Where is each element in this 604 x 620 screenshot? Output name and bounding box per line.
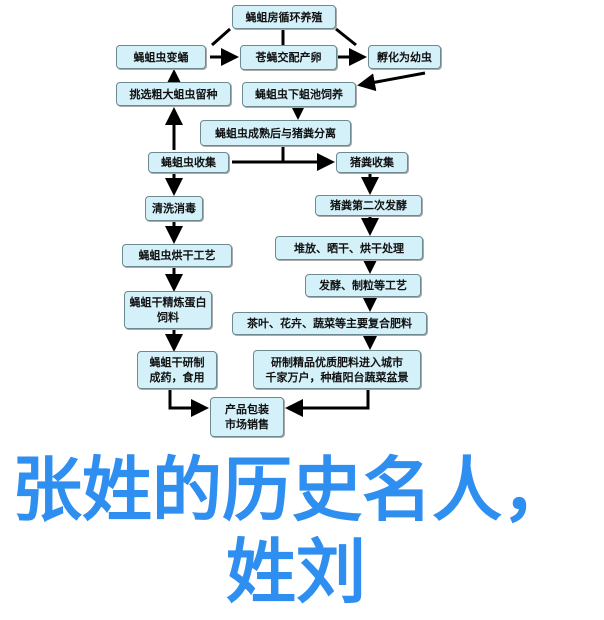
node-larva-collect: 蝇蛆虫收集 bbox=[148, 152, 229, 173]
overlay-title-line2: 姓刘 bbox=[226, 531, 366, 613]
node-wash: 清洗消毒 bbox=[145, 196, 203, 221]
arrow bbox=[168, 388, 209, 417]
node-granulate: 发酵、制粒等工艺 bbox=[305, 274, 421, 297]
node-manure-collect: 猪粪收集 bbox=[336, 152, 408, 173]
node-text: 蝇蛆干精炼蛋白 bbox=[129, 296, 207, 309]
node-protein-feed: 蝇蛆干精炼蛋白 饲料 bbox=[124, 291, 212, 329]
node-premium-fertilizer: 研制精品优质肥料进入城市 千家万户，种植阳台蔬菜盆景 bbox=[253, 350, 421, 389]
node-text: 饲料 bbox=[157, 311, 179, 324]
node-text: 成药，食用 bbox=[149, 371, 205, 384]
node-fertilizer: 茶叶、花卉、蔬菜等主要复合肥料 bbox=[232, 312, 427, 335]
node-text: 研制精品优质肥料进入城市 bbox=[271, 355, 403, 369]
node-text: 千家万户，种植阳台蔬菜盆景 bbox=[265, 370, 409, 384]
node-second-ferment: 猪粪第二次发酵 bbox=[315, 195, 422, 216]
node-hatch: 孵化为幼虫 bbox=[368, 45, 441, 69]
node-breeding-room: 蝇蛆房循环养殖 bbox=[232, 5, 336, 29]
node-package: 产品包装 市场销售 bbox=[210, 397, 284, 437]
node-mating: 苍蝇交配产卵 bbox=[240, 45, 337, 70]
node-select-seed: 挑选粗大蛆虫留种 bbox=[116, 82, 231, 106]
node-text: 市场销售 bbox=[225, 418, 269, 431]
node-pupate: 蝇蛆虫变蛹 bbox=[116, 45, 206, 69]
node-pool-feeding: 蝇蛆虫下蛆池饲养 bbox=[242, 82, 356, 107]
arrow bbox=[357, 71, 426, 92]
node-dry-craft: 蝇蛆虫烘干工艺 bbox=[122, 244, 232, 267]
connector-lines bbox=[165, 27, 426, 417]
node-text: 蝇蛆干研制 bbox=[149, 356, 205, 369]
connector bbox=[335, 27, 357, 47]
node-medicine: 蝇蛆干研制 成药，食用 bbox=[137, 351, 217, 389]
connector bbox=[211, 27, 231, 47]
node-dry-process: 堆放、晒干、烘干处理 bbox=[275, 236, 423, 260]
arrow bbox=[285, 388, 370, 417]
node-separation: 蝇蛆虫成熟后与猪粪分离 bbox=[200, 120, 351, 146]
overlay-title-line1: 张姓的历史名人， bbox=[12, 449, 572, 531]
node-text: 产品包装 bbox=[225, 403, 269, 416]
